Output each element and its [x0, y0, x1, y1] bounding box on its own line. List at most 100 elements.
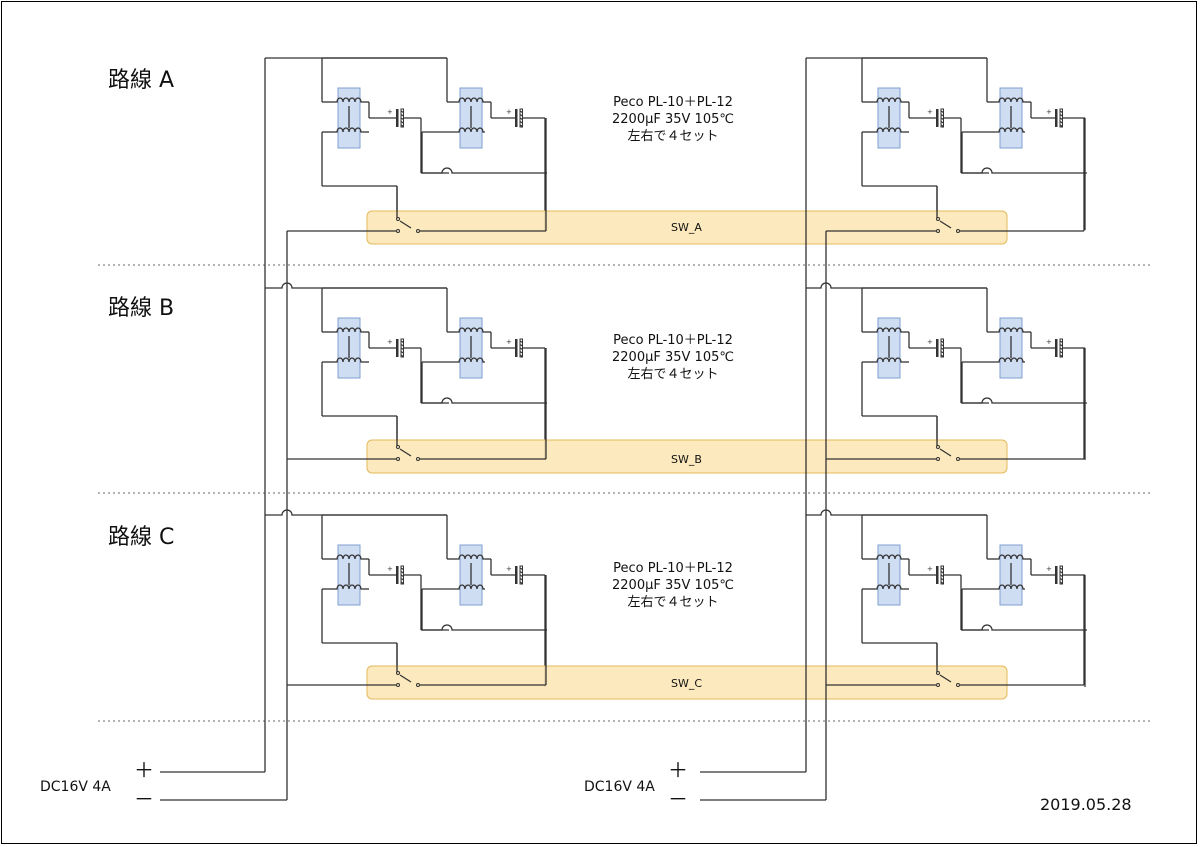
capacitor-hatch — [940, 350, 944, 354]
switch-contact — [416, 457, 420, 461]
psu-left-plus: ＋ — [134, 758, 154, 782]
capacitor-plus-label: + — [387, 565, 393, 573]
capacitor-hatch — [1059, 354, 1063, 358]
capacitor-hatch — [400, 574, 404, 578]
capacitor-hatch — [1059, 124, 1063, 128]
capacitor-plus-label: + — [1046, 338, 1052, 346]
switch-contact — [956, 229, 960, 233]
switch-lever — [939, 448, 952, 457]
switch-contact — [416, 229, 420, 233]
spec-line1: Peco PL-10＋PL-12 — [613, 333, 733, 348]
switch-contact — [936, 671, 940, 675]
spec-note-a: Peco PL-10＋PL-12 2200μF 35V 105℃ 左右で４セット — [588, 94, 758, 145]
capacitor-hatch — [1059, 120, 1063, 124]
switch-contact — [956, 457, 960, 461]
capacitor-hatch — [1059, 117, 1063, 121]
capacitor-hatch — [400, 124, 404, 128]
power-feed — [265, 282, 447, 289]
capacitor-hatch — [1059, 110, 1063, 114]
capacitor-hatch — [1059, 340, 1063, 344]
capacitor-hatch — [1059, 113, 1063, 117]
spec-line2: 2200μF 35V 105℃ — [612, 112, 734, 127]
capacitor-plate — [515, 339, 518, 357]
capacitor-hatch — [519, 117, 523, 121]
switch-contact — [936, 445, 940, 449]
coil-winding — [335, 97, 363, 103]
switch-contact — [936, 457, 940, 461]
capacitor-hatch — [1059, 350, 1063, 354]
capacitor-hatch — [1059, 577, 1063, 581]
return-wire — [421, 167, 547, 174]
switch-contact — [936, 683, 940, 687]
capacitor-hatch — [519, 340, 523, 344]
switch-label-a: SW_A — [671, 221, 702, 234]
capacitor-hatch — [519, 350, 523, 354]
psu-right-minus: － — [668, 787, 688, 811]
coil-winding — [997, 127, 1025, 133]
capacitor-plus-label: + — [927, 108, 933, 116]
capacitor-plus-label: + — [506, 338, 512, 346]
capacitor-plate — [396, 339, 399, 357]
capacitor-plate — [936, 339, 939, 357]
coil-winding — [335, 327, 363, 333]
capacitor-hatch — [400, 350, 404, 354]
capacitor-hatch — [940, 110, 944, 114]
coil-winding — [457, 584, 485, 590]
coil-winding — [875, 554, 903, 560]
capacitor-hatch — [519, 343, 523, 347]
return-wire — [961, 397, 1087, 404]
capacitor-hatch — [940, 340, 944, 344]
coil-winding — [875, 357, 903, 363]
capacitor-hatch — [519, 347, 523, 351]
switch-lever — [939, 220, 952, 229]
capacitor-hatch — [940, 567, 944, 571]
capacitor-plate — [936, 566, 939, 584]
switch-band — [366, 210, 1008, 245]
capacitor-plus-label: + — [387, 338, 393, 346]
capacitor-hatch — [400, 581, 404, 585]
switch-contact — [936, 229, 940, 233]
capacitor-hatch — [940, 347, 944, 351]
capacitor-plate — [1055, 109, 1058, 127]
capacitor-hatch — [519, 113, 523, 117]
coil-winding — [457, 554, 485, 560]
capacitor-hatch — [940, 574, 944, 578]
capacitor-hatch — [1059, 347, 1063, 351]
capacitor-hatch — [1059, 570, 1063, 574]
capacitor-hatch — [940, 343, 944, 347]
capacitor-hatch — [940, 581, 944, 585]
capacitor-plus-label: + — [1046, 565, 1052, 573]
switch-lever — [399, 448, 412, 457]
coil-winding — [457, 97, 485, 103]
switch-lever — [399, 220, 412, 229]
coil-winding — [997, 357, 1025, 363]
capacitor-hatch — [1059, 581, 1063, 585]
coil-winding — [875, 127, 903, 133]
capacitor-hatch — [400, 113, 404, 117]
capacitor-hatch — [519, 120, 523, 124]
capacitor-plate — [936, 109, 939, 127]
capacitor-hatch — [400, 347, 404, 351]
route-c-title: 路線 C — [108, 525, 175, 550]
coil-winding — [335, 584, 363, 590]
capacitor-plus-label: + — [387, 108, 393, 116]
switch-contact — [396, 683, 400, 687]
capacitor-hatch — [940, 570, 944, 574]
switch-contact — [936, 217, 940, 221]
coil-winding — [457, 327, 485, 333]
switch-contact — [396, 217, 400, 221]
spec-note-b: Peco PL-10＋PL-12 2200μF 35V 105℃ 左右で４セット — [588, 332, 758, 383]
coil-winding — [875, 327, 903, 333]
capacitor-hatch — [940, 577, 944, 581]
capacitor-plate — [396, 566, 399, 584]
return-wire — [421, 397, 547, 404]
capacitor-hatch — [519, 570, 523, 574]
coil-winding — [997, 554, 1025, 560]
spec-line2: 2200μF 35V 105℃ — [612, 578, 734, 593]
capacitor-hatch — [519, 574, 523, 578]
capacitor-hatch — [519, 567, 523, 571]
coil-winding — [335, 554, 363, 560]
switch-contact — [396, 457, 400, 461]
